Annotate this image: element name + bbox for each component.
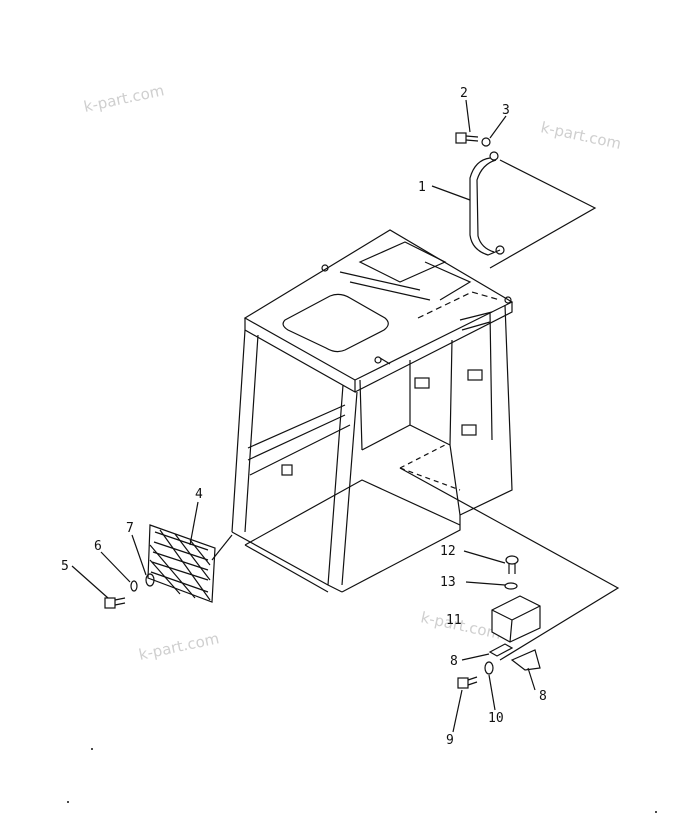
label-part-13: 13: [440, 575, 456, 590]
label-part-6: 6: [94, 539, 102, 554]
label-part-8-left: 8: [450, 654, 458, 669]
watermark-bottom-left: k-part.com: [137, 629, 221, 664]
projection-line-handrail: [489, 159, 597, 269]
bolt-9: [457, 676, 478, 689]
window-grille: [147, 524, 233, 603]
bracket-11: [491, 595, 541, 643]
label-part-3: 3: [502, 103, 510, 118]
watermark-top-left: k-part.com: [82, 81, 166, 116]
speck: [91, 748, 93, 750]
label-part-12: 12: [440, 544, 456, 559]
washer-6: [130, 580, 138, 592]
handrail: [469, 151, 505, 256]
washer-13: [504, 582, 518, 590]
plate-8: [488, 643, 541, 671]
label-part-11: 11: [446, 613, 462, 628]
leader-lines: [71, 99, 536, 733]
speck: [655, 811, 657, 813]
label-part-1: 1: [418, 180, 426, 195]
bolt-12: [505, 555, 519, 574]
label-part-4: 4: [195, 487, 203, 502]
label-part-2: 2: [460, 86, 468, 101]
label-part-5: 5: [61, 559, 69, 574]
washer-3: [481, 137, 491, 147]
washer-7: [145, 573, 155, 587]
speck: [67, 801, 69, 803]
washer-10: [484, 661, 494, 675]
label-part-8-right: 8: [539, 689, 547, 704]
bolt-5: [104, 597, 126, 609]
watermark-top-right: k-part.com: [539, 118, 623, 153]
bolt-2: [455, 132, 479, 144]
label-part-10: 10: [488, 711, 504, 726]
label-part-7: 7: [126, 521, 134, 536]
projection-line-bracket: [399, 467, 620, 661]
cab-frame: [231, 229, 514, 593]
label-part-9: 9: [446, 733, 454, 748]
